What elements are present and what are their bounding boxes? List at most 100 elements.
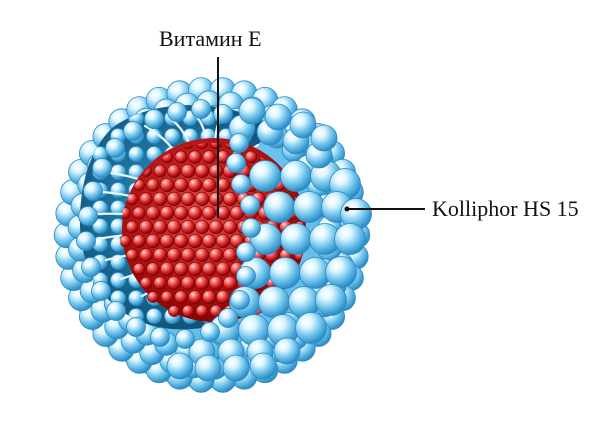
vitamin-e-sphere <box>147 291 158 302</box>
vitamin-e-sphere <box>181 220 195 234</box>
vitamin-e-sphere <box>146 206 160 220</box>
rim-sphere <box>242 219 261 238</box>
shell-cutaway-sphere <box>281 161 312 192</box>
vitamin-e-sphere <box>133 235 146 248</box>
vitamin-e-sphere <box>140 249 153 262</box>
vitamin-e-sphere <box>140 277 151 288</box>
vitamin-e-sphere <box>188 290 201 303</box>
kolliphor-label: Kolliphor HS 15 <box>432 198 579 220</box>
inner-shell-sphere <box>129 147 144 162</box>
vitamin-e-sphere <box>195 276 209 290</box>
shell-cutaway-sphere <box>296 313 327 344</box>
vitamin-e-sphere <box>188 206 202 220</box>
right-leader-dot <box>345 207 350 212</box>
rim-sphere <box>168 103 187 122</box>
shell-cutaway-sphere <box>250 353 276 379</box>
rim-sphere <box>151 328 170 347</box>
vitamin-e-sphere <box>153 220 167 234</box>
vitamin-e-sphere <box>195 164 209 178</box>
vitamin-e-sphere <box>188 178 202 192</box>
rim-sphere <box>192 100 211 119</box>
vitamin-e-sphere <box>195 248 209 262</box>
vitamin-e-sphere <box>209 192 223 206</box>
vitamin-e-sphere <box>160 262 174 276</box>
vitamin-e-sphere <box>189 151 202 164</box>
inner-shell-sphere <box>147 309 162 324</box>
vitamin-e-sphere <box>188 234 202 248</box>
vitamin-e-sphere <box>223 248 237 262</box>
vitamin-e-sphere <box>174 178 188 192</box>
rim-sphere <box>93 159 112 178</box>
vitamin-e-sphere <box>126 221 138 233</box>
vitamin-e-sphere <box>174 262 188 276</box>
vitamin-e-sphere <box>147 179 160 192</box>
rim-sphere <box>227 154 246 173</box>
vitamin-e-sphere <box>154 165 166 177</box>
vitamin-e-sphere <box>175 291 188 304</box>
vitamin-e-sphere <box>209 220 223 234</box>
vitamin-e-sphere <box>126 249 138 261</box>
vitamin-e-sphere <box>181 192 195 206</box>
vitamin-e-sphere <box>216 262 230 276</box>
shell-cutaway-sphere <box>250 161 281 192</box>
vitamin-e-sphere <box>181 248 195 262</box>
rim-sphere <box>106 139 125 158</box>
vitamin-e-sphere <box>153 192 167 206</box>
rim-sphere <box>77 232 96 251</box>
rim-sphere <box>232 175 251 194</box>
rim-sphere <box>107 302 126 321</box>
rim-sphere <box>145 110 164 129</box>
rim-sphere <box>230 134 249 153</box>
shell-cutaway-sphere <box>270 258 301 289</box>
vitamin-e-sphere <box>174 206 188 220</box>
shell-cutaway-sphere <box>294 192 325 223</box>
rim-sphere <box>82 258 101 277</box>
shell-cutaway-sphere <box>195 355 221 381</box>
vitamin-e-sphere <box>161 291 173 303</box>
vitamin-e-sphere <box>154 277 167 290</box>
inner-shell-sphere <box>111 165 126 180</box>
vitamin-e-sphere <box>182 305 194 317</box>
vitamin-e-sphere <box>160 206 174 220</box>
vitamin-e-sphere <box>202 206 216 220</box>
vitamin-e-sphere <box>167 192 181 206</box>
rim-sphere <box>201 323 220 342</box>
rim-sphere <box>237 267 256 286</box>
vitamin-e-sphere <box>223 220 237 234</box>
inner-shell-sphere <box>111 273 126 288</box>
vitamin-e-sphere <box>160 234 174 248</box>
vitamin-e-sphere <box>202 234 216 248</box>
shell-cutaway-sphere <box>264 192 295 223</box>
vitamin-e-sphere <box>181 164 195 178</box>
shell-cutaway-sphere <box>223 355 249 381</box>
vitamin-e-sphere <box>209 164 223 178</box>
shell-cutaway-sphere <box>326 257 357 288</box>
vitamin-e-sphere <box>167 248 181 262</box>
vitamin-e-sphere <box>153 248 167 262</box>
vitamin-e-sphere <box>168 165 181 178</box>
rim-sphere <box>214 105 233 124</box>
vitamin-e-sphere <box>209 248 223 262</box>
shell-cutaway-sphere <box>239 98 265 124</box>
shell-cutaway-sphere <box>167 353 193 379</box>
rim-sphere <box>176 330 195 349</box>
shell-cutaway-sphere <box>265 104 291 130</box>
rim-sphere <box>231 291 250 310</box>
vitamin-e-sphere <box>175 151 187 163</box>
rim-sphere <box>237 243 256 262</box>
shell-cutaway-sphere <box>281 224 312 255</box>
vitamin-e-sphere <box>146 234 160 248</box>
vitamin-e-sphere <box>223 276 237 290</box>
rim-sphere <box>79 207 98 226</box>
vitamin-e-sphere <box>216 290 229 303</box>
shell-cutaway-sphere <box>316 285 347 316</box>
vitamin-e-sphere <box>195 220 209 234</box>
vitamin-e-sphere <box>202 262 216 276</box>
vitamin-e-sphere <box>174 234 188 248</box>
rim-sphere <box>127 318 146 337</box>
rim-sphere <box>219 309 238 328</box>
rim-sphere <box>241 196 260 215</box>
vitamin-e-sphere <box>140 193 153 206</box>
vitamin-e-sphere <box>223 192 237 206</box>
shell-cutaway-sphere <box>311 125 337 151</box>
